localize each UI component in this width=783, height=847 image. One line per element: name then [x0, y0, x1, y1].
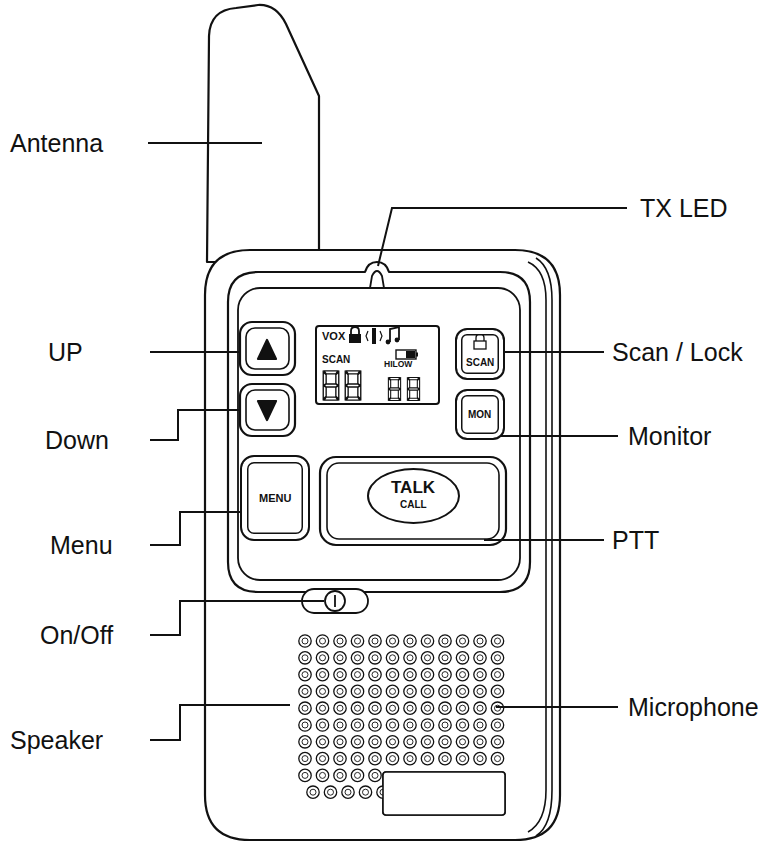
talk-button: TALKCALL — [367, 468, 460, 524]
part-label: Antenna — [10, 128, 103, 158]
face-panel — [228, 262, 530, 592]
part-label: Scan / Lock — [612, 337, 743, 367]
lcd-display: VOX SCAN HILOW — [315, 325, 440, 405]
part-label: Down — [45, 425, 109, 455]
part-label: Monitor — [628, 421, 711, 451]
speaker-grille — [299, 635, 505, 815]
part-label: Speaker — [10, 725, 103, 755]
radio-body — [205, 250, 560, 840]
button-text: SCAN — [466, 357, 494, 368]
antenna — [207, 5, 319, 262]
button-text: VOX — [322, 330, 345, 342]
part-label: Microphone — [628, 692, 759, 722]
part-label: On/Off — [40, 620, 113, 650]
part-label: UP — [48, 337, 83, 367]
button-text: SCAN — [322, 354, 350, 365]
part-label: Menu — [50, 530, 113, 560]
button-text: HILOW — [384, 360, 412, 369]
part-label: PTT — [612, 525, 659, 555]
menu-button: MENU — [240, 455, 310, 541]
leader-lines — [148, 143, 627, 740]
scan-button: SCAN — [455, 328, 505, 380]
part-label: TX LED — [640, 193, 728, 223]
button-text: CALL — [400, 499, 427, 510]
tx-led — [370, 271, 384, 288]
button-text: TALK — [391, 479, 435, 498]
lcd-icons — [349, 327, 418, 359]
monitor-button: MON — [455, 389, 505, 440]
button-text: MENU — [259, 492, 291, 504]
button-text: MON — [468, 409, 491, 420]
